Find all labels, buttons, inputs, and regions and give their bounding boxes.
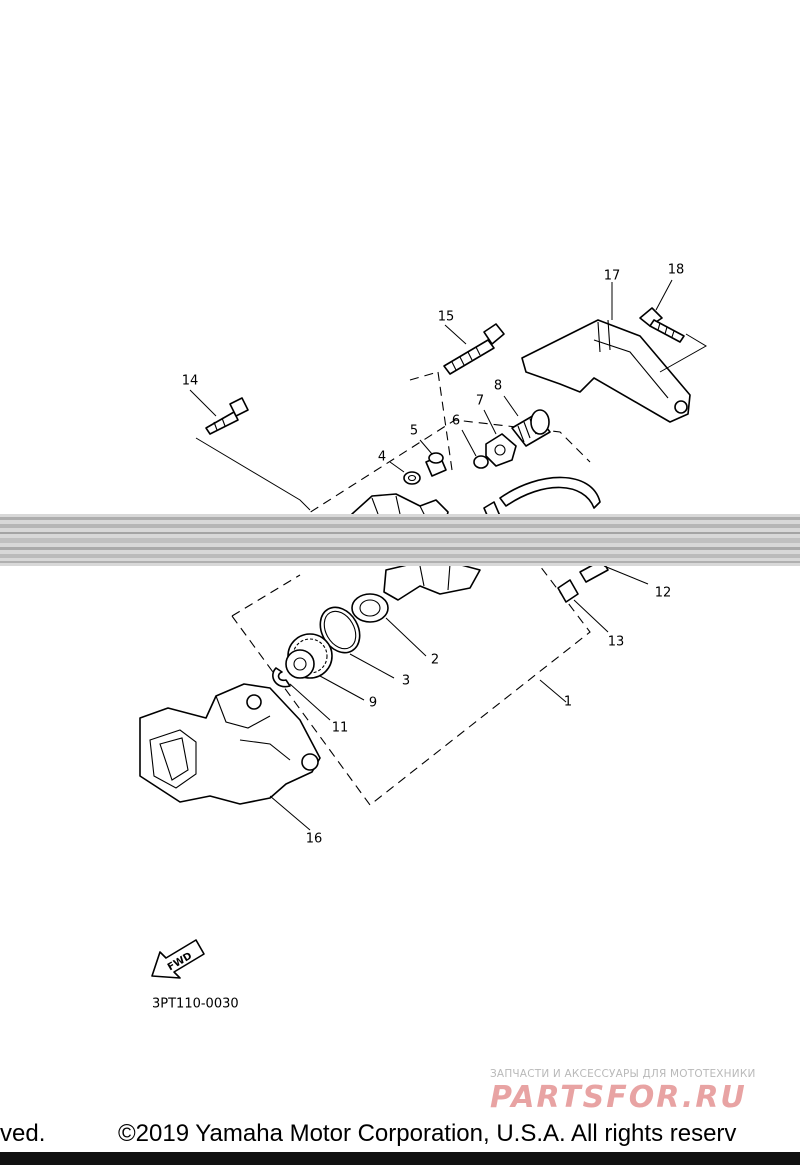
washer-part-6 — [461, 429, 489, 469]
callout-7: 7 — [476, 394, 484, 409]
copyright-footer: ved. ©2019 Yamaha Motor Corporation, U.S… — [0, 1120, 800, 1152]
callout-14: 14 — [182, 374, 199, 389]
callout-16: 16 — [306, 832, 323, 847]
callout-6: 6 — [452, 414, 460, 429]
circlip-part-11 — [272, 667, 331, 721]
gear-part-9 — [285, 633, 365, 701]
callout-11: 11 — [332, 721, 349, 736]
watermark-logo: PARTSFOR.RU — [490, 1080, 747, 1115]
bolt-part-14 — [189, 389, 311, 511]
partsfor-watermark: ЗАПЧАСТИ И АКСЕССУАРЫ ДЛЯ МОТОТЕХНИКИ PA… — [490, 1068, 790, 1115]
screw-part-18 — [639, 279, 707, 373]
nut-part-7 — [483, 409, 517, 467]
callout-9: 9 — [369, 696, 377, 711]
leader-part-1 — [539, 679, 567, 703]
callout-5: 5 — [410, 424, 418, 439]
housing-part-16 — [139, 683, 321, 831]
callout-13: 13 — [608, 635, 625, 650]
assembly-boundary-upper — [297, 419, 591, 521]
bolt-part-5 — [419, 439, 447, 477]
bearing-part-2 — [351, 593, 427, 657]
copyright-left-fragment: ved. — [0, 1120, 46, 1147]
washer-part-4 — [389, 461, 421, 485]
callout-3: 3 — [402, 674, 410, 689]
callout-labels: 1 2 3 4 5 6 7 8 9 11 12 13 14 15 16 17 1… — [182, 263, 685, 847]
callout-4: 4 — [378, 450, 386, 465]
callout-1: 1 — [564, 695, 572, 710]
callout-18: 18 — [668, 263, 685, 278]
drawing-code: 3PT110-0030 — [152, 997, 239, 1012]
callout-2: 2 — [431, 653, 439, 668]
plug-part-8 — [503, 395, 551, 447]
callout-8: 8 — [494, 379, 502, 394]
callout-15: 15 — [438, 310, 455, 325]
callout-12: 12 — [655, 586, 672, 601]
assembly-boundary-inner — [409, 371, 453, 471]
scan-noise-band — [0, 514, 800, 566]
bolt-part-15 — [443, 323, 505, 375]
fwd-arrow-icon: FWD — [151, 939, 205, 979]
bottom-bar — [0, 1152, 800, 1165]
o-ring-part-3 — [319, 606, 395, 679]
callout-17: 17 — [604, 269, 621, 284]
watermark-logo-text: PARTSFOR.RU — [490, 1080, 747, 1115]
watermark-caption: ЗАПЧАСТИ И АКСЕССУАРЫ ДЛЯ МОТОТЕХНИКИ — [490, 1068, 756, 1080]
copyright-text: ©2019 Yamaha Motor Corporation, U.S.A. A… — [118, 1120, 737, 1147]
bracket-part-17 — [521, 282, 691, 423]
